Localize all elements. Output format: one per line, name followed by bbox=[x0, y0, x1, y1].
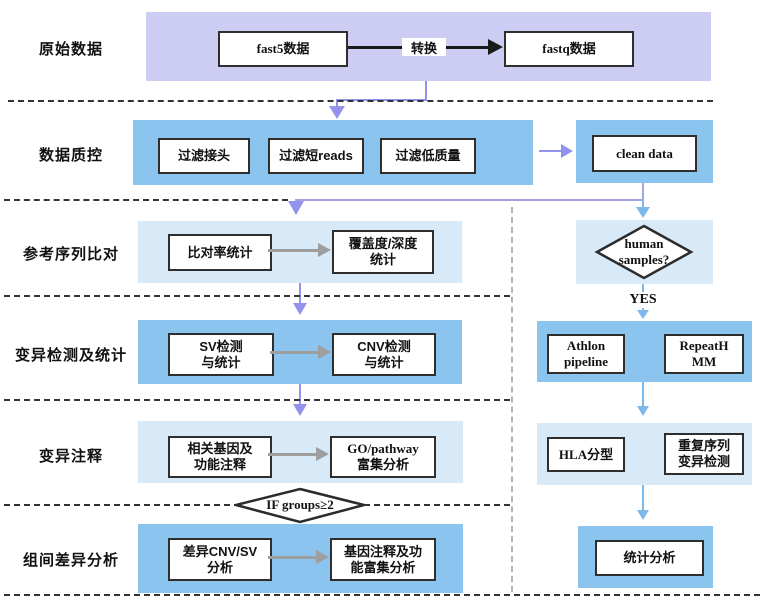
connector bbox=[299, 283, 301, 304]
connector bbox=[295, 199, 644, 201]
separator-line bbox=[8, 100, 713, 102]
athlon-pipeline-node: Athlon pipeline bbox=[547, 334, 625, 374]
gene-annotation-node: 相关基因及 功能注释 bbox=[168, 436, 272, 478]
arrow-down-icon bbox=[293, 303, 307, 315]
arrow-right-icon bbox=[488, 39, 503, 55]
connector bbox=[642, 183, 644, 200]
arrow-down-icon bbox=[637, 310, 649, 319]
arrow-right-icon bbox=[561, 144, 573, 158]
if-groups-node: IF groups≥2 bbox=[266, 497, 334, 512]
connector bbox=[268, 249, 320, 252]
arrow-down-icon bbox=[637, 406, 649, 416]
human-samples-node: human samples? bbox=[618, 236, 670, 267]
row5-label: 变异注释 bbox=[38, 448, 103, 465]
fastq-node: fastq数据 bbox=[504, 31, 634, 67]
cnv-detection-node: CNV检测 与统计 bbox=[332, 333, 436, 376]
statistics-node: 统计分析 bbox=[595, 540, 704, 576]
hla-typing-node: HLA分型 bbox=[547, 437, 625, 472]
clean-data-node: clean data bbox=[592, 135, 697, 172]
go-pathway-node: GO/pathway 富集分析 bbox=[330, 436, 436, 478]
connector bbox=[336, 99, 338, 107]
row6-label: 组间差异分析 bbox=[22, 552, 119, 569]
arrow-down-icon bbox=[637, 510, 649, 520]
connector bbox=[270, 351, 320, 354]
connector bbox=[539, 150, 563, 152]
separator-line bbox=[4, 399, 510, 401]
convert-edge-label: 转换 bbox=[402, 38, 446, 56]
arrow-right-icon bbox=[318, 345, 331, 359]
row4-label: 变异检测及统计 bbox=[14, 347, 127, 364]
yes-branch-label: YES bbox=[629, 292, 657, 307]
connector bbox=[268, 453, 318, 456]
column-divider-line bbox=[511, 207, 513, 592]
arrow-down-icon bbox=[293, 404, 307, 416]
arrow-down-icon bbox=[329, 106, 345, 119]
connector bbox=[642, 199, 644, 208]
connector bbox=[299, 384, 301, 405]
arrow-right-icon bbox=[318, 243, 331, 257]
connector bbox=[268, 556, 318, 559]
separator-line bbox=[4, 295, 510, 297]
repeathmm-node: RepeatH MM bbox=[664, 334, 744, 374]
separator-line bbox=[4, 594, 760, 596]
arrow-right-icon bbox=[316, 550, 329, 564]
arrow-down-icon bbox=[288, 201, 304, 215]
arrow-down-icon bbox=[636, 207, 650, 218]
filter-low-quality-node: 过滤低质量 bbox=[380, 138, 476, 174]
filter-adapter-node: 过滤接头 bbox=[158, 138, 250, 174]
row3-label: 参考序列比对 bbox=[22, 246, 119, 263]
connector bbox=[642, 485, 644, 511]
decision-diamond bbox=[235, 487, 365, 524]
row2-label: 数据质控 bbox=[38, 147, 103, 164]
separator-line bbox=[4, 199, 288, 201]
diff-cnv-sv-node: 差异CNV/SV 分析 bbox=[168, 538, 272, 581]
sv-detection-node: SV检测 与统计 bbox=[168, 333, 274, 376]
align-rate-node: 比对率统计 bbox=[168, 234, 272, 271]
connector bbox=[642, 308, 644, 311]
fast5-node: fast5数据 bbox=[218, 31, 348, 67]
filter-short-reads-node: 过滤短reads bbox=[268, 138, 364, 174]
arrow-right-icon bbox=[316, 447, 329, 461]
repeat-variant-node: 重复序列 变异检测 bbox=[664, 433, 744, 475]
gene-enrichment-node: 基因注释及功 能富集分析 bbox=[330, 538, 436, 581]
connector bbox=[642, 382, 644, 407]
connector bbox=[642, 284, 644, 292]
row1-label: 原始数据 bbox=[38, 41, 103, 58]
coverage-depth-node: 覆盖度/深度 统计 bbox=[332, 230, 434, 274]
decision-diamond bbox=[594, 224, 694, 280]
connector bbox=[425, 81, 427, 101]
